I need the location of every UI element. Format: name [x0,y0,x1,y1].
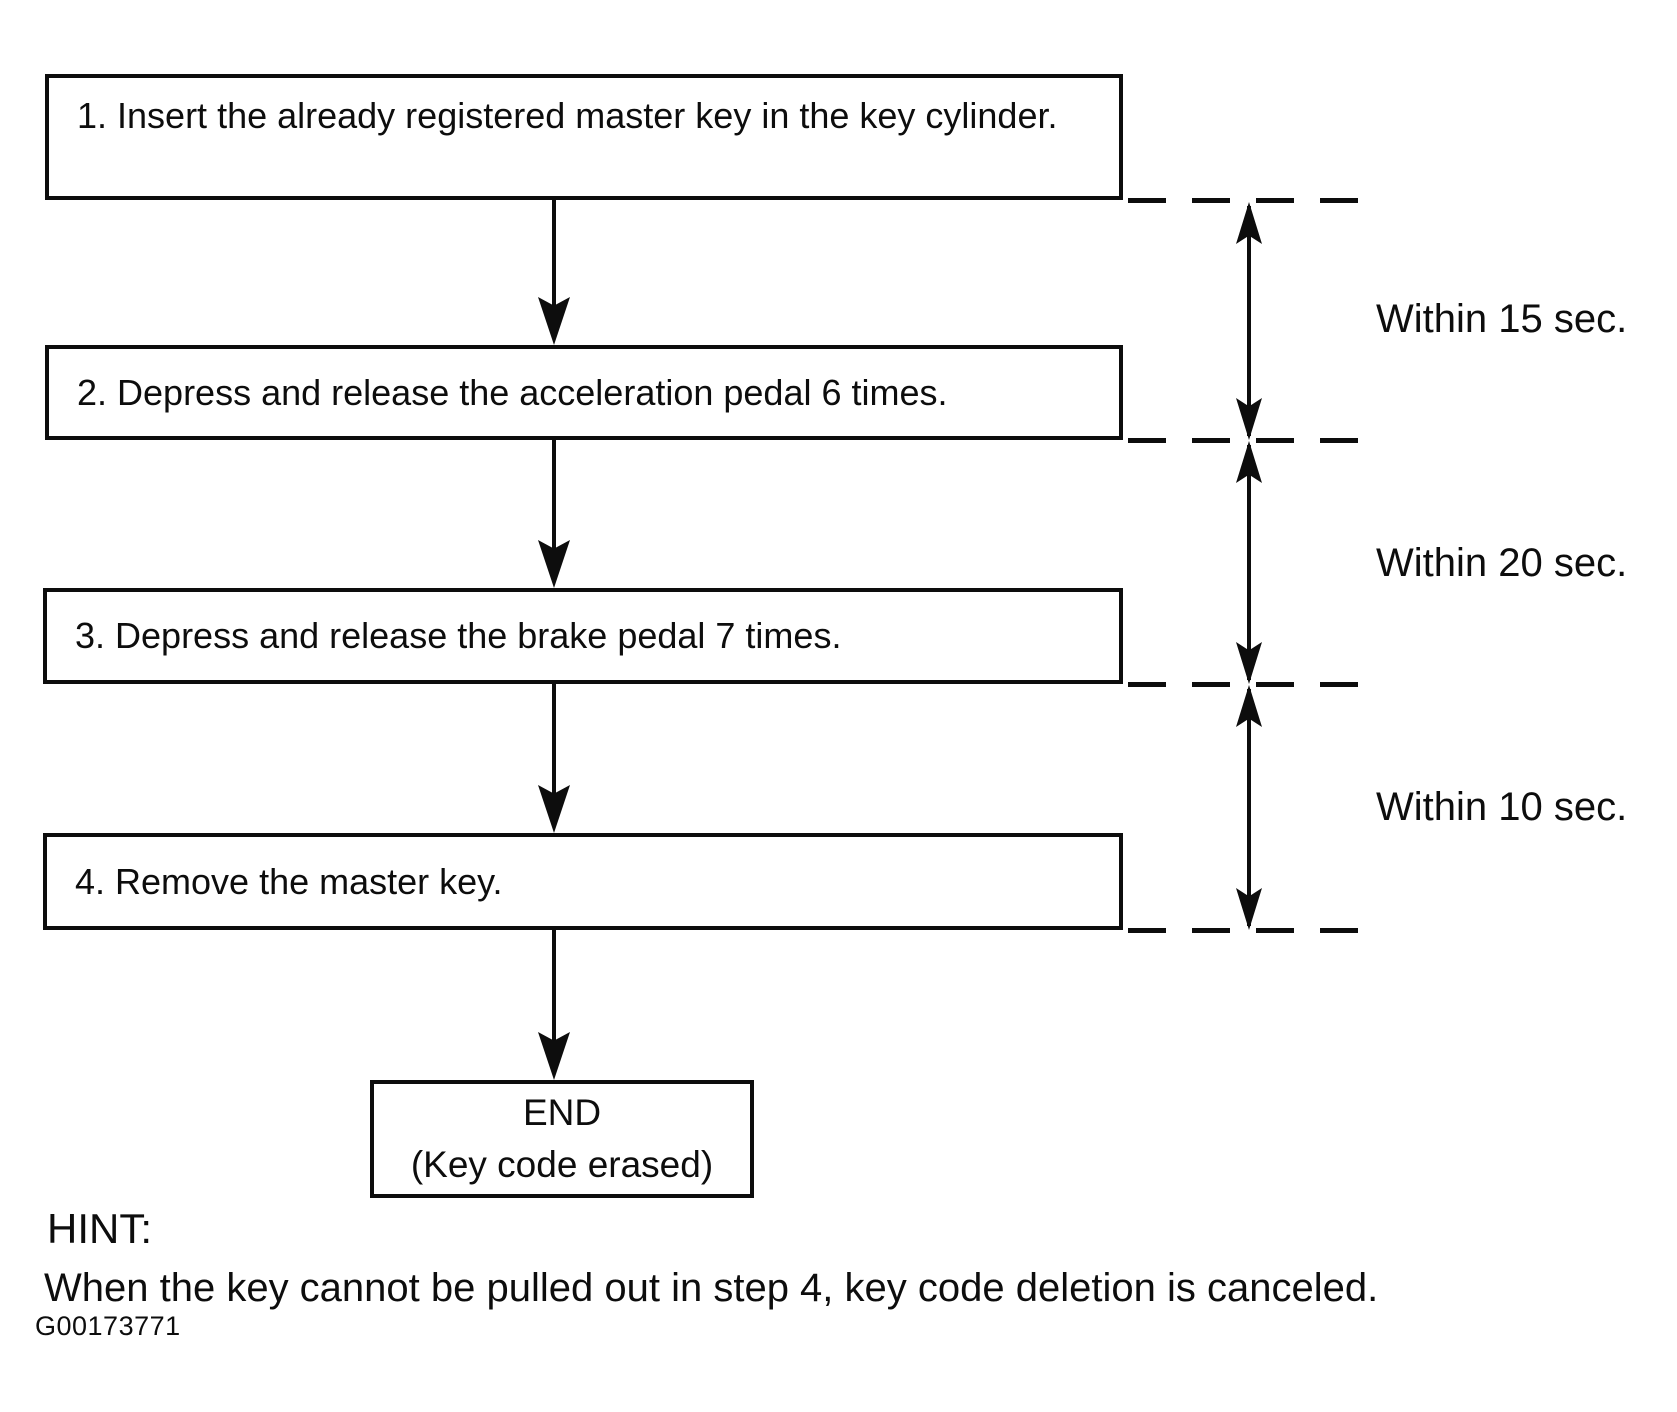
dashed-line-3 [1128,682,1366,687]
step-box-2: 2. Depress and release the acceleration … [45,345,1123,440]
dimension-arrow-2 [1236,441,1262,684]
timing-label-15s: Within 15 sec. [1376,297,1628,341]
dimension-arrow-1 [1236,202,1262,440]
step-box-3: 3. Depress and release the brake pedal 7… [43,588,1123,684]
figure-id: G00173771 [35,1311,181,1341]
end-label: END [522,1092,602,1133]
arrow-shaft [1247,206,1251,436]
timing-label-20s: Within 20 sec. [1376,541,1628,585]
arrow-shaft [1247,445,1251,680]
flow-arrow-1 [538,200,570,345]
timing-label-10s: Within 10 sec. [1376,785,1628,829]
dashed-line-1 [1128,198,1366,203]
dashed-line-4 [1128,928,1366,933]
arrow-shaft [552,684,556,827]
step-4-label: 4. Remove the master key. [75,860,503,902]
arrow-shaft [552,930,556,1074]
arrow-shaft [552,440,556,582]
dimension-arrow-3 [1236,685,1262,930]
flow-arrow-3 [538,684,570,833]
step-1-label: 1. Insert the already registered master … [77,95,1058,136]
step-box-1: 1. Insert the already registered master … [45,74,1123,200]
hint-title: HINT: [47,1205,152,1252]
flow-arrow-2 [538,440,570,588]
step-box-4: 4. Remove the master key. [43,833,1123,930]
end-box: END (Key code erased) [370,1080,754,1198]
end-sublabel: (Key code erased) [410,1144,714,1185]
step-3-label: 3. Depress and release the brake pedal 7… [75,615,842,656]
arrow-shaft [1247,689,1251,926]
arrow-shaft [552,200,556,339]
dashed-line-2 [1128,438,1366,443]
hint-body: When the key cannot be pulled out in ste… [44,1266,1379,1310]
flow-arrow-4 [538,930,570,1080]
step-2-label: 2. Depress and release the acceleration … [77,371,948,413]
